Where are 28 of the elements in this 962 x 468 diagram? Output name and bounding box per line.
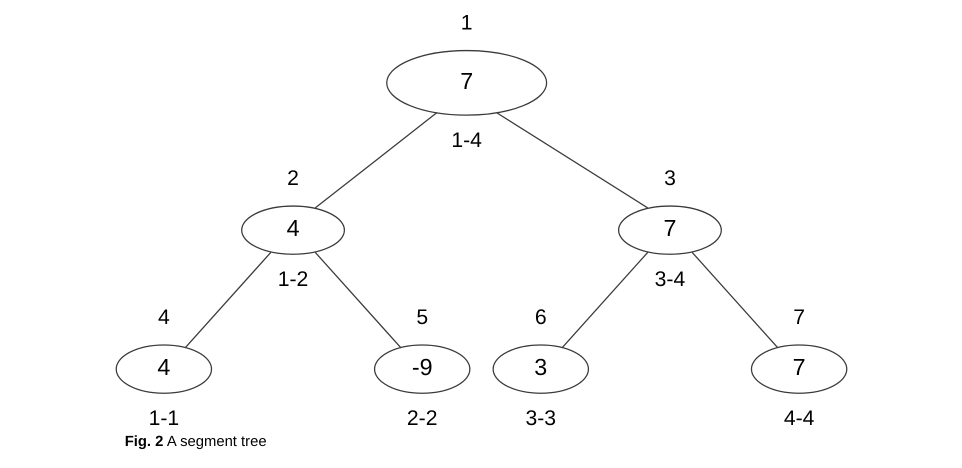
- node-ellipse: -9: [373, 344, 470, 394]
- node-label: 6: [534, 306, 546, 329]
- node-label: 5: [416, 306, 428, 329]
- node-ellipse: 7: [386, 50, 547, 116]
- node-label: 2-2: [406, 406, 437, 430]
- node-ellipse: 4: [115, 344, 212, 394]
- node-label: 2: [286, 167, 298, 190]
- connector: [314, 252, 401, 348]
- connector: [314, 112, 437, 208]
- node-ellipse: 4: [240, 205, 345, 255]
- node-label: 3: [664, 167, 676, 190]
- node-ellipse: 7: [750, 344, 847, 394]
- node-ellipse: 3: [492, 344, 589, 394]
- node-ellipse: 7: [617, 205, 722, 255]
- caption: Fig. 2 A segment tree: [124, 434, 266, 450]
- node-label: 3-4: [654, 268, 685, 291]
- connector: [691, 252, 778, 348]
- node-label: 4-4: [783, 406, 814, 430]
- node-label: 1: [460, 11, 472, 34]
- node-label: 1-4: [450, 128, 482, 152]
- node-label: 1-1: [148, 406, 179, 430]
- connector: [495, 112, 648, 208]
- node-label: 1-2: [277, 268, 308, 291]
- node-label: 7: [792, 306, 805, 329]
- connector: [184, 252, 271, 348]
- node-label: 3-3: [525, 406, 556, 430]
- node-label: 4: [157, 306, 170, 329]
- connector: [561, 252, 648, 348]
